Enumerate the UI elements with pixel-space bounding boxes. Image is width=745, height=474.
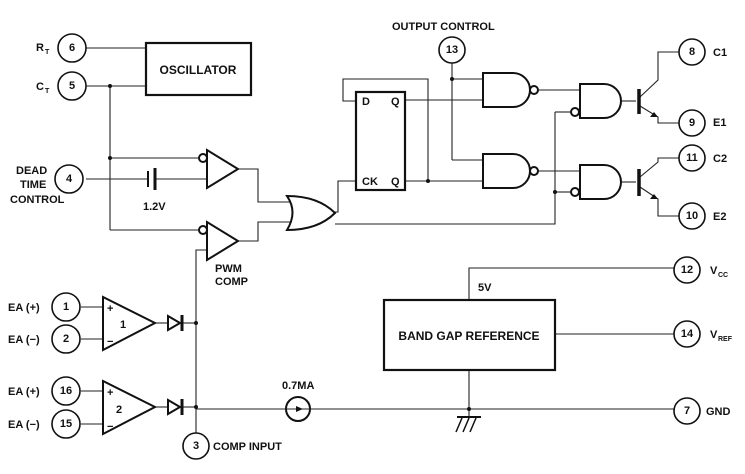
ff-d-label: D	[362, 96, 370, 108]
current-source-0v7ma: 0.7MA	[282, 380, 314, 422]
dead-time-label-3: CONTROL	[10, 194, 65, 206]
pin-e1-name: E1	[713, 117, 726, 129]
pin-c1-number: 8	[689, 46, 695, 58]
error-amp-1: + − 1	[102, 295, 158, 352]
pin-ea1p-number: 1	[63, 301, 69, 313]
pin-gnd: 7 GND	[673, 397, 731, 425]
band-gap-label: BAND GAP REFERENCE	[398, 329, 539, 343]
pin-ea1p-name: EA (+)	[8, 302, 40, 314]
diode-1	[167, 314, 184, 332]
pin-ea2-plus: EA (+) 16	[8, 376, 81, 406]
pin-e2-number: 10	[686, 210, 698, 222]
pin-vref-sub: REF	[718, 336, 733, 343]
pin-comp-input: 3	[182, 432, 210, 460]
pin-e2: 10 E2	[678, 202, 726, 230]
pin-oc-number: 13	[446, 44, 458, 56]
pin-vcc: 12 V CC	[673, 256, 728, 284]
voltage-1v2-label: 1.2V	[143, 201, 166, 213]
wires	[81, 47, 679, 434]
ea2-minus: −	[107, 421, 113, 433]
pin-c1-name: C1	[713, 47, 727, 59]
oscillator-block: OSCILLATOR	[144, 41, 253, 97]
nand-gate-2	[482, 153, 539, 189]
pin-ea1m-name: EA (−)	[8, 334, 40, 346]
pwm-label-2: COMP	[215, 276, 248, 288]
pin-rt: R T 6	[36, 33, 87, 63]
and-gate-1	[570, 83, 622, 119]
comp-input-label: COMP INPUT	[213, 441, 282, 453]
ff-q-label: Q	[391, 96, 400, 108]
oscillator-label: OSCILLATOR	[160, 63, 237, 77]
pin-vcc-sub: CC	[718, 272, 728, 279]
pin-e1-number: 9	[689, 117, 695, 129]
output-transistor-1	[637, 89, 658, 117]
pin-c2-number: 11	[686, 152, 698, 164]
pin-e2-name: E2	[713, 211, 726, 223]
band-gap-reference-block: BAND GAP REFERENCE 5V	[382, 282, 557, 372]
dead-time-label-1: DEAD	[16, 165, 47, 177]
pin-ea1m-number: 2	[63, 333, 69, 345]
pin-rt-number: 6	[69, 42, 75, 54]
flip-flop: D Q CK Q	[354, 90, 407, 192]
ff-qbar-label: Q	[391, 176, 400, 188]
pin-dead-time-control: 4	[54, 164, 84, 194]
pin-ea2-minus: EA (−) 15	[8, 409, 81, 439]
pwm-comparator: PWM COMP	[198, 220, 248, 288]
battery-1v2: 1.2V	[143, 168, 166, 213]
and-gate-2	[570, 164, 622, 200]
pin-ct-name: C	[36, 81, 44, 93]
ea1-number: 1	[120, 319, 126, 331]
output-transistor-2	[637, 169, 658, 199]
pin-dtc-number: 4	[66, 173, 73, 185]
diode-2	[167, 398, 184, 416]
voltage-5v-label: 5V	[478, 282, 492, 294]
pin-e1: 9 E1	[678, 109, 726, 137]
ea2-number: 2	[116, 404, 122, 416]
pin-c1: 8 C1	[678, 38, 727, 66]
ea2-plus: +	[107, 387, 113, 399]
output-control-label: OUTPUT CONTROL	[392, 21, 495, 33]
pin-gnd-name: GND	[706, 406, 731, 418]
pin-vcc-name: V	[710, 265, 718, 277]
pin-ea1-minus: EA (−) 2	[8, 324, 81, 354]
ea1-minus: −	[107, 336, 113, 348]
ground-icon	[455, 416, 481, 433]
pin-ea2p-number: 16	[60, 385, 72, 397]
pin-vref-name: V	[710, 329, 718, 341]
pin-vcc-number: 12	[681, 264, 693, 276]
error-amp-2: + − 2	[102, 379, 158, 436]
pin-gnd-number: 7	[684, 405, 690, 417]
pin-ea2m-name: EA (−)	[8, 419, 40, 431]
pin-rt-sub: T	[45, 49, 50, 56]
pin-ea2m-number: 15	[60, 418, 72, 430]
pin-ea1-plus: EA (+) 1	[8, 292, 81, 322]
pin-ct-sub: T	[45, 88, 50, 95]
pin-vref-number: 14	[681, 328, 694, 340]
junctions	[108, 77, 557, 411]
pin-vref: 14 V REF	[673, 320, 733, 348]
pin-rt-name: R	[36, 42, 44, 54]
pin-output-control: 13	[438, 36, 466, 64]
pin-c2: 11 C2	[678, 144, 727, 172]
dead-time-label-2: TIME	[20, 179, 46, 191]
nand-gate-1	[482, 72, 539, 108]
current-label: 0.7MA	[282, 380, 314, 392]
or-gate	[285, 194, 337, 232]
pin-ea2p-name: EA (+)	[8, 386, 40, 398]
pin-c2-name: C2	[713, 153, 727, 165]
ff-ck-label: CK	[362, 176, 378, 188]
pin-comp-number: 3	[193, 440, 199, 452]
ea1-plus: +	[107, 303, 113, 315]
pin-ct: C T 5	[36, 71, 87, 101]
dead-time-comparator	[198, 148, 240, 190]
pin-ct-number: 5	[69, 80, 75, 92]
pwm-label-1: PWM	[215, 263, 242, 275]
